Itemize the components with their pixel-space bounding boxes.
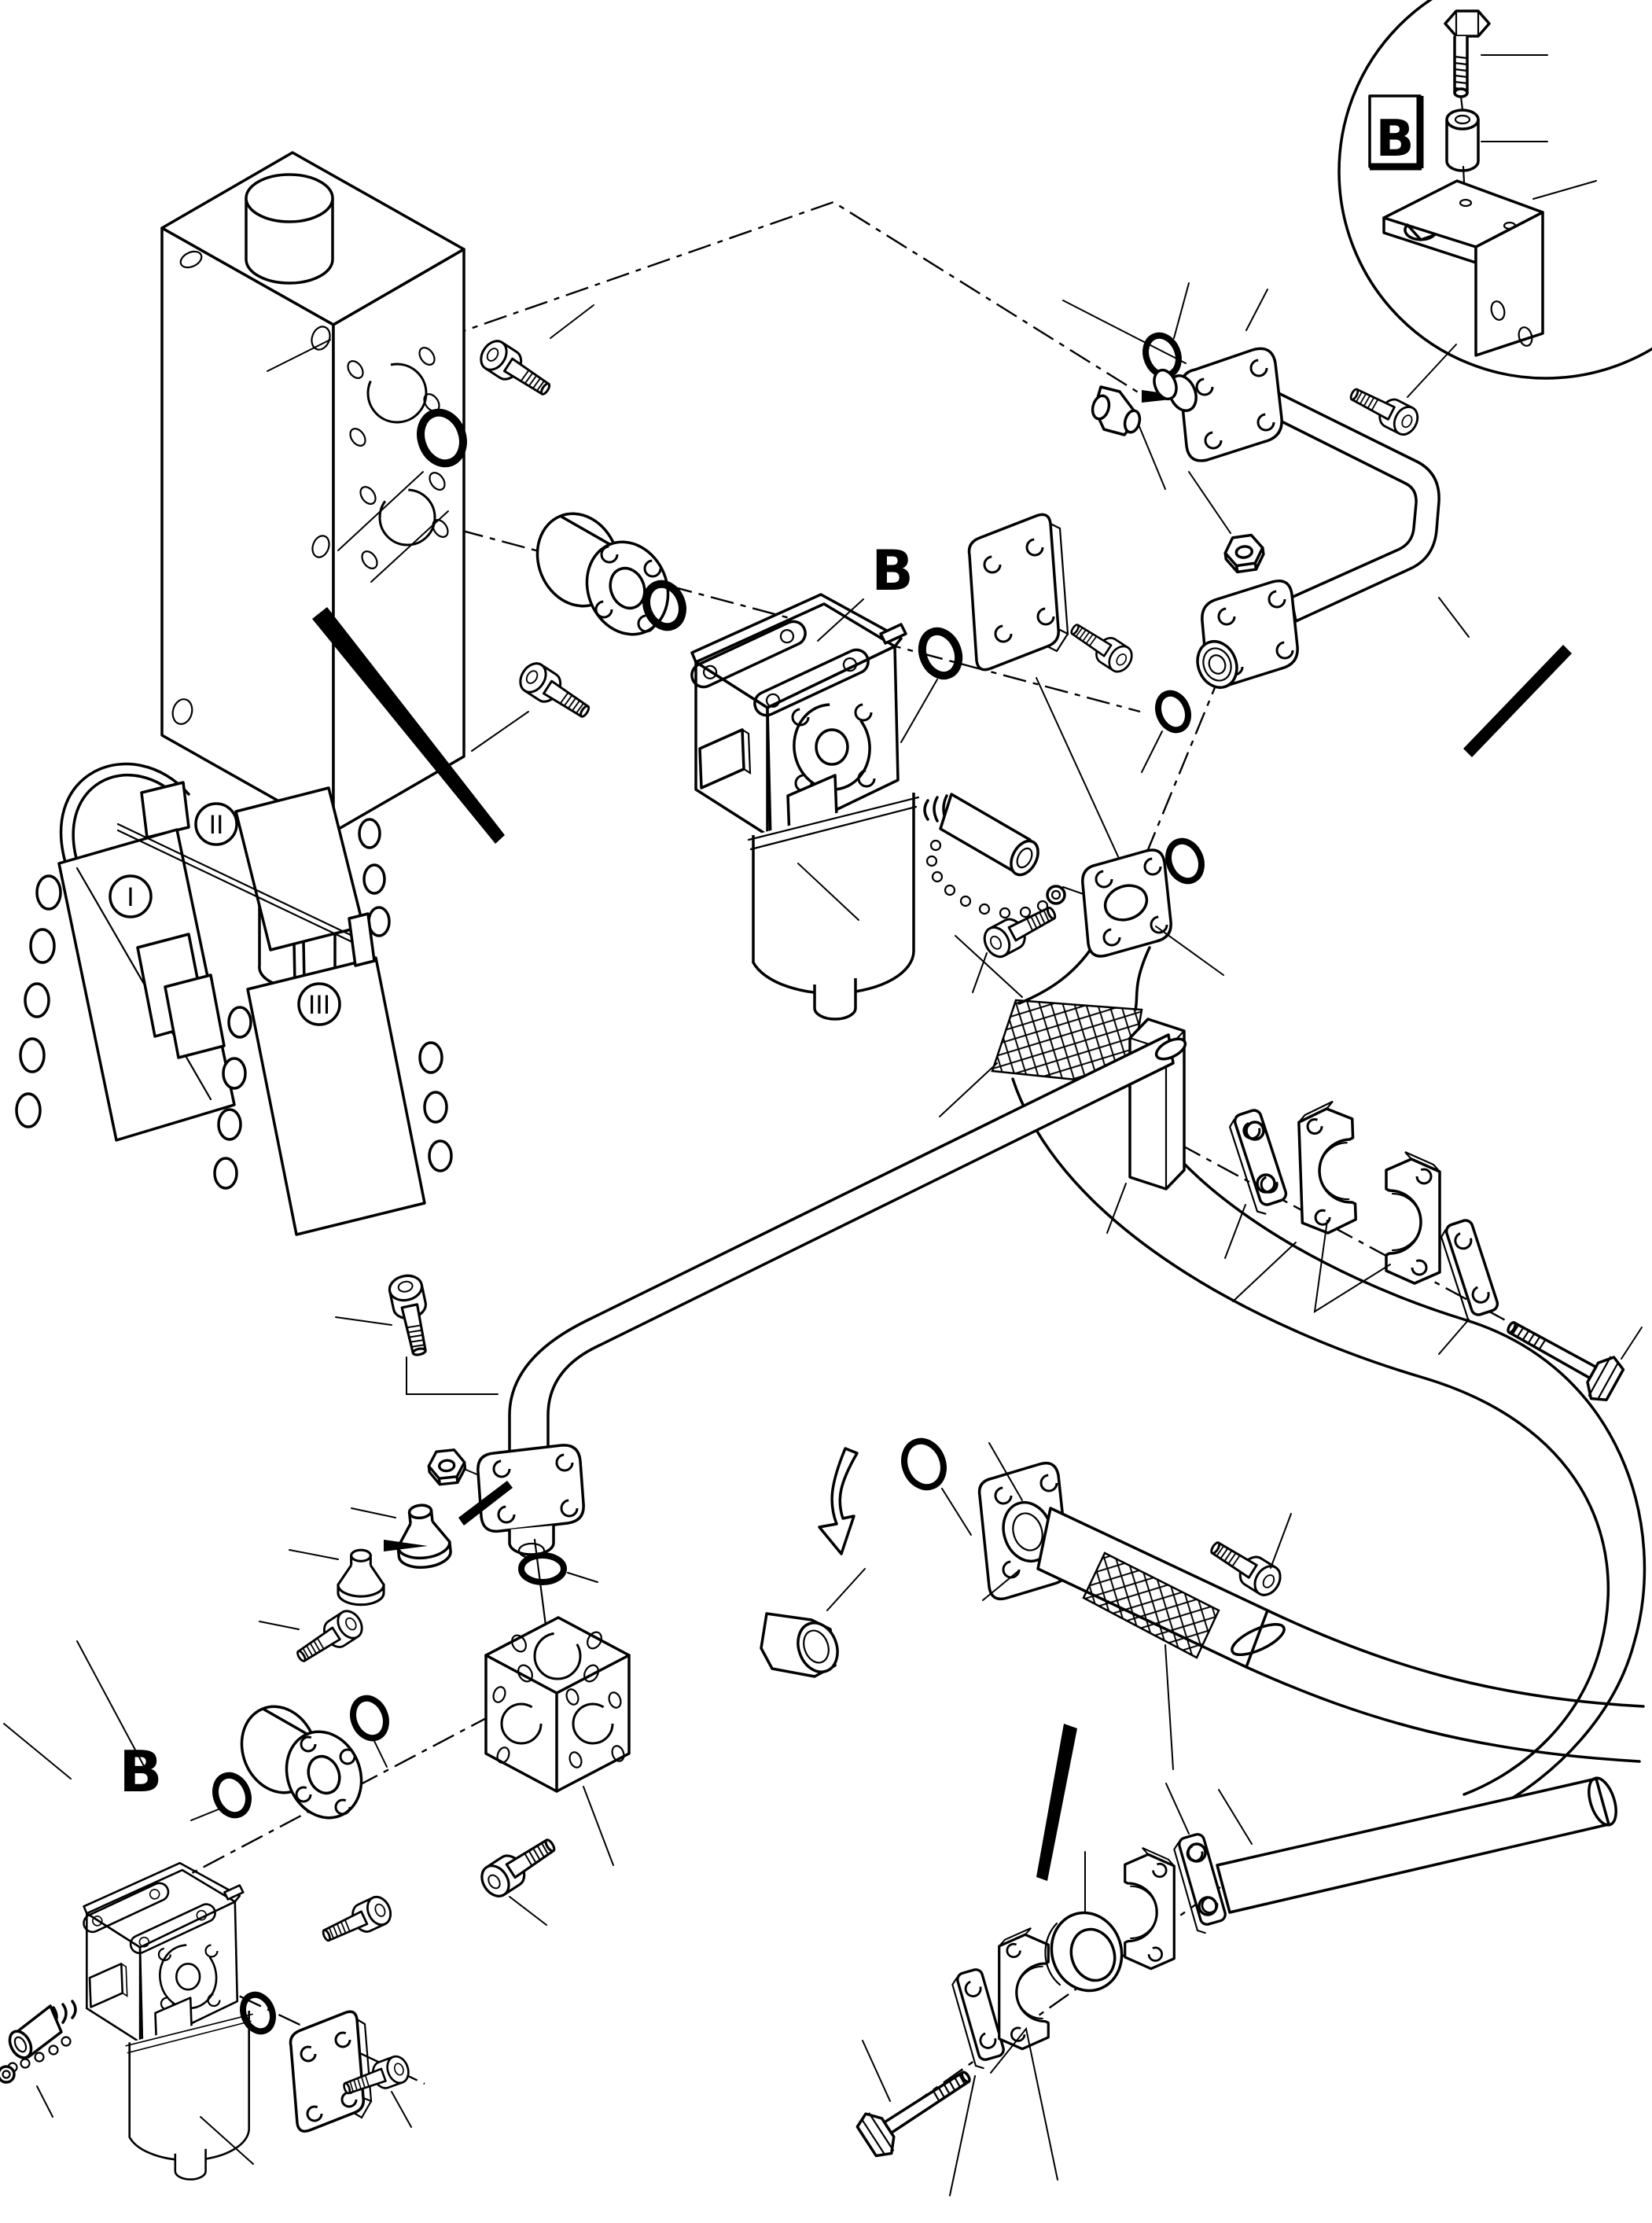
o-ring: [642, 580, 686, 631]
pipe-flange: [476, 1444, 585, 1559]
long-hex-bolt: [852, 2054, 983, 2162]
detail-view-circle-b: B: [1337, 0, 1652, 380]
socket-head-bolt: [978, 896, 1062, 962]
clamp-half: [1297, 1099, 1358, 1235]
valve-group-label-ii: II: [209, 810, 224, 840]
cover-plate: [289, 2010, 373, 2133]
weld-nut: [1221, 532, 1268, 575]
drain-fitting-with-chain-cap: [923, 793, 1066, 919]
port-cap-fitting: [760, 1568, 866, 1678]
valve-bank-2: [234, 786, 391, 951]
hydraulic-hose-lower: [977, 1442, 1645, 1770]
pointer-wedge-to-valves: [312, 607, 505, 844]
u-pipe-lower-assembly: [335, 1033, 1187, 1926]
o-ring: [417, 408, 467, 468]
o-ring: [1155, 690, 1191, 734]
braided-section: [1082, 1551, 1220, 1659]
funnel-plug: [392, 1501, 454, 1572]
filter-head-and-bowl-upper: [686, 593, 920, 1021]
weld-nut: [425, 1447, 468, 1487]
valve-group-label-i: I: [127, 882, 134, 912]
pointer-wedge: [458, 1481, 513, 1526]
hex-bolt: [1444, 9, 1548, 98]
rubber-grommet: [1044, 1851, 1124, 1993]
funnel-plug: [337, 1548, 385, 1607]
valve-center-blocks: [136, 933, 226, 1059]
socket-head-bolt: [385, 1272, 437, 1360]
control-valve-overview: I II III: [15, 762, 453, 1236]
o-ring: [918, 627, 963, 680]
cone-plug: [1091, 385, 1166, 490]
tank-top-cylinder: [245, 173, 334, 285]
hydraulic-hose-upper: [939, 837, 1646, 1810]
lower-filter-marker: B: [120, 1739, 163, 1805]
o-ring: [1165, 837, 1205, 885]
pipe-flange-upper: [1153, 347, 1283, 462]
valve-bank-3: [213, 956, 453, 1236]
valve-group-balloon-i: I: [109, 874, 153, 918]
socket-head-bolt: [317, 1892, 396, 1951]
o-ring: [350, 1695, 389, 1742]
return-filter-assembly-upper: B: [337, 304, 1163, 1021]
socket-head-bolt: [475, 1829, 563, 1903]
flange-adapter: [535, 512, 670, 636]
socket-head-bolt: [1344, 379, 1423, 440]
valve-group-balloon-iii: III: [297, 982, 341, 1026]
socket-head-bolt: [290, 1605, 368, 1671]
long-hex-bolt: [1496, 1304, 1628, 1407]
o-ring: [240, 1991, 276, 2035]
pipe-flange-lower: [1196, 580, 1299, 689]
socket-head-bolt: [1064, 616, 1138, 677]
pipe-tube: [508, 1033, 1175, 1470]
pointer-wedge: [1463, 645, 1572, 757]
valve-rod: [116, 823, 376, 967]
valve-group-balloon-ii: II: [194, 802, 238, 846]
clamp-plate: [1225, 1106, 1292, 1218]
mounting-bracket: [1382, 179, 1597, 357]
hose-flange: [1081, 848, 1172, 958]
pointer-wedge: [1036, 1724, 1077, 1881]
hydraulic-tank-block: [160, 151, 465, 989]
spacer-bushing: [1445, 109, 1548, 172]
filter-head-and-bowl-lower: [79, 1861, 254, 2181]
pointer-wedge: [384, 1540, 428, 1551]
return-filter-assembly-lower: B: [0, 1540, 428, 2181]
o-ring: [901, 1437, 947, 1491]
cover-plate: [967, 513, 1069, 672]
o-ring: [212, 1772, 252, 1819]
valve-group-label-iii: III: [308, 990, 330, 1020]
tank-port-group-2: [359, 472, 449, 569]
hose-clamp-assembly-middle: [1106, 1018, 1643, 1407]
hose-clamp-assembly-bottom: [852, 1776, 1617, 2196]
pipe-stub: [1216, 1777, 1610, 1914]
drain-fitting-with-chain-cap: [0, 2000, 77, 2118]
direction-arrow: [818, 1447, 859, 1555]
clamp-half: [1124, 1846, 1176, 1971]
u-pipe-upper-assembly: [1062, 282, 1470, 773]
detail-b-box: B: [1368, 94, 1424, 171]
flange-adapter: [240, 1705, 363, 1820]
socket-head-bolt: [513, 657, 597, 727]
upper-filter-marker: B: [871, 539, 913, 603]
o-ring: [518, 1552, 567, 1585]
manifold-cube-block: [484, 1616, 631, 1793]
clamp-plate: [1437, 1216, 1503, 1328]
detail-view-marker: B: [1376, 110, 1415, 168]
clamp-half: [1385, 1150, 1441, 1285]
socket-head-bolt: [474, 335, 557, 405]
clamp-plate: [1170, 1831, 1231, 1937]
